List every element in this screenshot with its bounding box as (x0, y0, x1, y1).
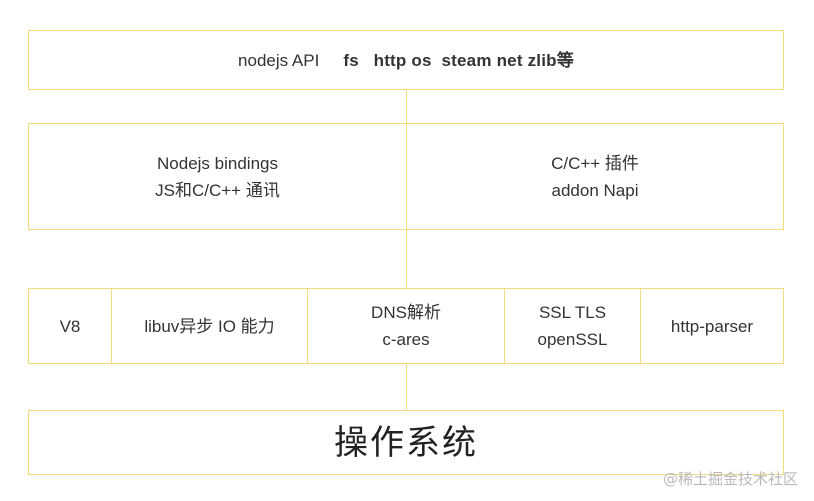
addon-box: C/C++ 插件 addon Napi (406, 123, 784, 230)
http-parser-label: http-parser (670, 316, 754, 336)
http-parser-box: http-parser (640, 288, 784, 364)
dns-title: DNS解析 (371, 303, 441, 322)
nodejs-api-box: nodejs API fs http os steam net zlib等 (28, 30, 784, 90)
dns-box: DNS解析 c-ares (307, 288, 505, 364)
connector-line-api-bindings (406, 90, 407, 123)
ssl-title: SSL TLS (538, 303, 607, 322)
operating-system-label: 操作系统 (334, 423, 478, 462)
nodejs-api-label: nodejs API (238, 50, 320, 70)
operating-system-box: 操作系统 (28, 410, 784, 475)
libuv-box: libuv异步 IO 能力 (111, 288, 308, 364)
nodejs-bindings-title: Nodejs bindings (157, 153, 278, 173)
nodejs-bindings-box: Nodejs bindings JS和C/C++ 通讯 (28, 123, 407, 230)
v8-label: V8 (59, 316, 81, 336)
v8-box: V8 (28, 288, 112, 364)
nodejs-api-modules: fs http os steam net zlib等 (343, 50, 574, 70)
watermark-text: @稀土掘金技术社区 (662, 470, 798, 488)
ssl-subtitle: openSSL (537, 330, 608, 349)
nodejs-api-row: nodejs API fs http os steam net zlib等 (238, 47, 574, 74)
connector-line-bindings-deps (406, 230, 407, 288)
connector-line-deps-os (406, 364, 407, 410)
libuv-label: libuv异步 IO 能力 (144, 316, 275, 336)
nodejs-bindings-subtitle: JS和C/C++ 通讯 (155, 180, 280, 200)
dns-subtitle: c-ares (382, 330, 430, 349)
ssl-box: SSL TLS openSSL (504, 288, 641, 364)
addon-subtitle: addon Napi (551, 180, 639, 200)
addon-title: C/C++ 插件 (551, 153, 639, 173)
